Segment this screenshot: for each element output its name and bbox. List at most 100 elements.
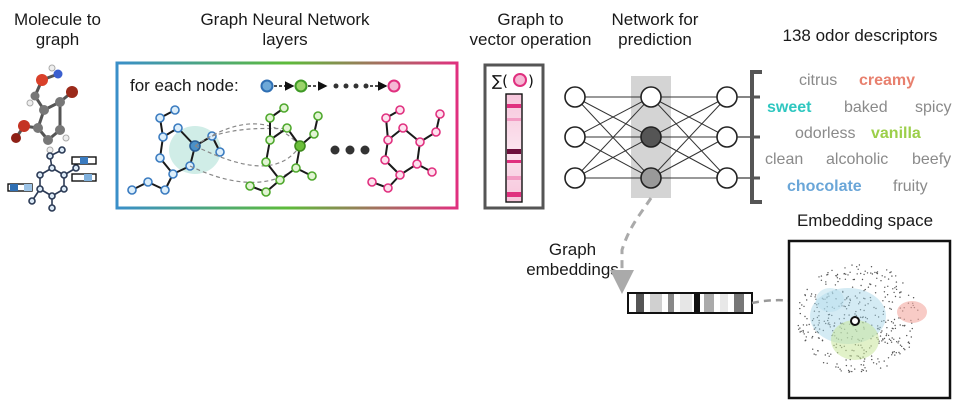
scatter-dot (894, 287, 896, 289)
scatter-dot (894, 295, 897, 298)
descriptor-creamy: creamy (859, 72, 916, 89)
scatter-dot (845, 359, 847, 361)
descriptor-chocolate: chocolate (787, 178, 862, 195)
scatter-dot (887, 319, 889, 321)
scatter-dot (899, 296, 901, 298)
scatter-dot (823, 320, 825, 322)
scatter-dot (886, 294, 889, 296)
scatter-dot (876, 277, 878, 279)
scatter-dot (799, 312, 801, 315)
scatter-dot (895, 352, 897, 354)
scatter-dot (825, 322, 827, 325)
scatter-dot (849, 298, 851, 300)
embedding-point (850, 316, 860, 326)
scatter-dot (805, 336, 807, 338)
scatter-dot (859, 292, 861, 294)
scatter-dot (891, 301, 894, 303)
scatter-dot (907, 341, 910, 343)
scatter-dot (844, 305, 846, 308)
scatter-dot (881, 340, 883, 342)
scatter-dot (843, 314, 846, 316)
scatter-dot (860, 284, 862, 287)
scatter-dot (901, 345, 903, 348)
scatter-dot (866, 272, 869, 274)
scatter-dot (894, 354, 896, 356)
embedding-space-label: Embedding space (796, 211, 934, 230)
scatter-dot (871, 273, 874, 275)
scatter-dot (864, 288, 866, 291)
scatter-dot (863, 290, 865, 292)
scatter-dot (902, 282, 904, 284)
descriptor-vanilla: vanilla (871, 125, 921, 142)
scatter-dot (814, 296, 816, 298)
scatter-dot (907, 294, 910, 296)
scatter-dot (839, 368, 841, 370)
scatter-dot (891, 327, 893, 329)
scatter-dot (877, 316, 880, 318)
scatter-dot (806, 324, 808, 326)
scatter-dot (892, 351, 894, 353)
scatter-dot (810, 295, 812, 297)
scatter-dot (806, 288, 808, 291)
pink-node-icon (513, 73, 527, 87)
scatter-dot (881, 330, 883, 332)
embedding-arrow (610, 197, 653, 294)
scatter-dot (829, 324, 831, 326)
scatter-dot (869, 283, 871, 285)
scatter-dot (797, 324, 799, 327)
scatter-dot (886, 365, 888, 367)
scatter-dot (835, 366, 837, 368)
scatter-dot (908, 342, 911, 345)
scatter-dot (827, 323, 829, 325)
gnn-graph-pink (367, 105, 445, 193)
scatter-dot (895, 281, 898, 283)
scatter-dot (813, 328, 816, 330)
scatter-dot (803, 305, 805, 308)
scatter-dot (852, 278, 854, 281)
scatter-dot (904, 349, 906, 351)
scatter-dot (910, 336, 912, 338)
scatter-dot (877, 325, 879, 327)
scatter-dot (872, 362, 875, 364)
scatter-dot (844, 278, 847, 280)
scatter-dot (882, 300, 884, 302)
scatter-dot (818, 328, 821, 330)
for-each-node-label: for each node: (130, 76, 239, 95)
scatter-dot (912, 297, 915, 299)
scatter-dot (880, 280, 882, 282)
scatter-dot (893, 291, 895, 294)
scatter-dot (836, 277, 839, 279)
scatter-dot (870, 299, 872, 302)
scatter-dot (873, 306, 875, 309)
scatter-dot (804, 340, 806, 342)
scatter-dot (864, 358, 866, 360)
scatter-dot (862, 364, 865, 366)
scatter-dot (884, 276, 886, 278)
descriptor-spicy: spicy (915, 99, 952, 116)
scatter-dot (831, 269, 833, 272)
gnn-graph-blue (127, 105, 225, 195)
scatter-dot (863, 273, 865, 276)
scatter-dot (895, 285, 897, 288)
layer-connections (189, 123, 301, 183)
scatter-dot (854, 295, 857, 297)
scatter-dot (859, 309, 862, 311)
scatter-dot (880, 331, 882, 334)
scatter-dot (808, 323, 810, 326)
scatter-dot (799, 327, 801, 329)
scatter-dot (861, 369, 863, 371)
scatter-dot (865, 370, 868, 372)
scatter-dot (875, 272, 878, 274)
scatter-dot (859, 316, 862, 318)
scatter-dot (851, 286, 854, 288)
scatter-dot (811, 337, 813, 339)
scatter-dot (859, 301, 861, 303)
scatter-dot (879, 367, 882, 369)
scatter-dot (824, 354, 826, 356)
scatter-dot (893, 318, 896, 321)
scatter-dot (867, 286, 870, 288)
embedding-space-plot (787, 239, 952, 400)
